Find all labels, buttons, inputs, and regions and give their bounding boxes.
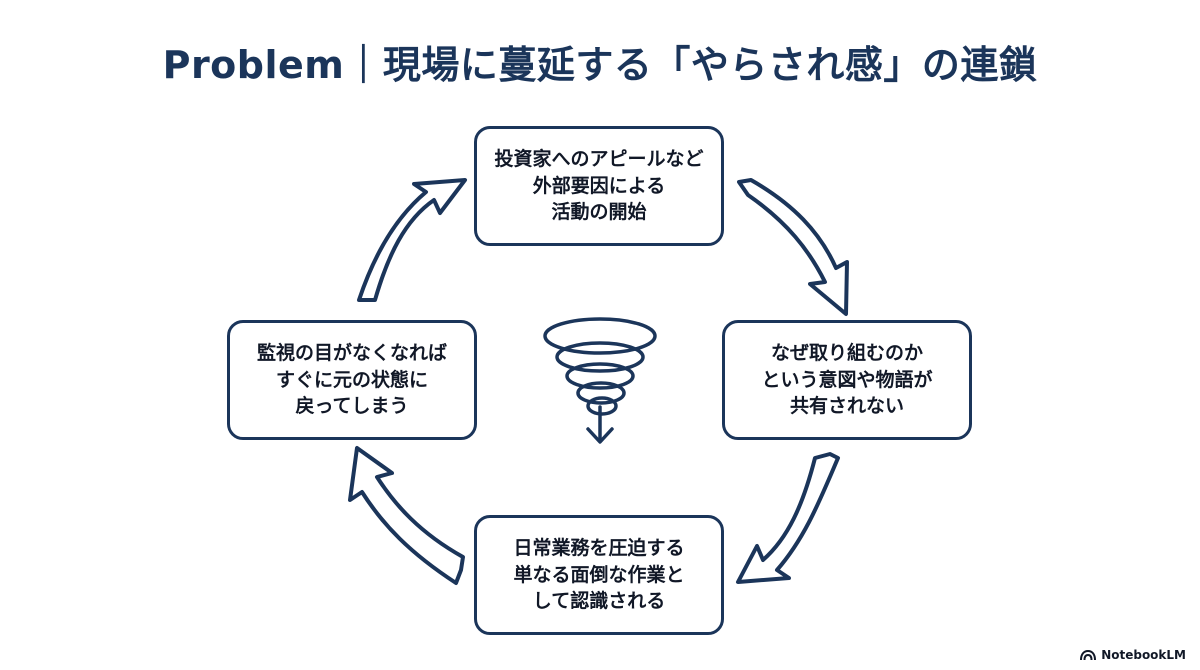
arrow-left-to-top-icon <box>357 178 467 302</box>
watermark-text: NotebookLM <box>1101 648 1186 662</box>
cycle-step-right: なぜ取り組むのか という意図や物語が 共有されない <box>722 320 972 440</box>
arrow-right-to-bottom-icon <box>736 452 840 584</box>
cycle-step-left-text: 監視の目がなくなれば すぐに元の状態に 戻ってしまう <box>256 341 447 418</box>
notebooklm-watermark: NotebookLM <box>1080 648 1186 662</box>
cycle-step-top: 投資家へのアピールなど 外部要因による 活動の開始 <box>474 126 724 246</box>
cycle-step-left: 監視の目がなくなれば すぐに元の状態に 戻ってしまう <box>227 320 477 440</box>
cycle-step-bottom-text: 日常業務を圧迫する 単なる面倒な作業と して認識される <box>513 536 685 613</box>
cycle-step-right-text: なぜ取り組むのか という意図や物語が 共有されない <box>761 341 933 418</box>
notebooklm-icon <box>1080 649 1097 661</box>
cycle-step-top-text: 投資家へのアピールなど 外部要因による 活動の開始 <box>494 147 704 224</box>
cycle-step-bottom: 日常業務を圧迫する 単なる面倒な作業と して認識される <box>474 515 724 635</box>
slide-title: Problem｜現場に蔓延する「やらされ感」の連鎖 <box>162 43 1038 87</box>
tornado-spiral-down-icon <box>543 317 657 444</box>
arrow-top-to-right-icon <box>737 178 849 316</box>
arrow-bottom-to-left-icon <box>348 446 465 585</box>
